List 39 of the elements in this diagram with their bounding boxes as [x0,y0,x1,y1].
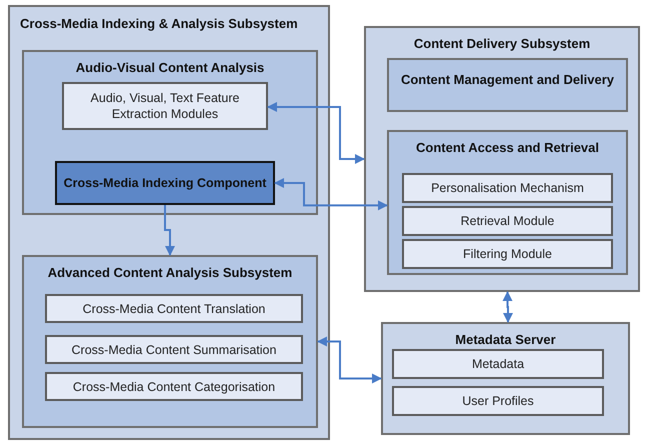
module-box [402,173,613,203]
module-box [45,335,303,364]
box-title: Cross-Media Indexing Component [64,175,266,191]
box-title: Metadata [472,356,524,372]
group-box [387,130,628,275]
arrow [317,336,382,384]
box-title: Content Access and Retrieval [416,139,600,157]
box-title: Advanced Content Analysis Subsystem [48,264,292,282]
box-title: Metadata Server [455,331,556,349]
box-title: Content Management and Delivery [400,71,614,89]
box-title: Retrieval Module [460,213,554,229]
box-title: User Profiles [462,393,534,409]
box-title: Content Delivery Subsystem [414,35,590,53]
box-title: Audio-Visual Content Analysis [76,59,264,77]
module-box [45,294,303,323]
subsystem-panel [8,5,330,440]
box-title: Cross-Media Content Categorisation [72,378,276,394]
group-box [387,58,628,112]
arrow [164,205,175,256]
box-title: Audio, Visual, Text Feature Extraction Modules [90,90,240,122]
module-box [392,349,604,379]
box-title: Cross-Media Indexing & Analysis Subsystem [20,15,298,33]
box-title: Cross-Media Content Summarisation [72,342,276,358]
component-box [55,161,275,205]
arrow [267,102,365,164]
module-box [45,372,303,401]
module-box [62,82,268,130]
arrow [274,178,388,210]
subsystem-panel [364,26,640,292]
module-box [392,386,604,416]
module-box [402,239,613,269]
group-box [22,255,318,428]
arrow [502,291,513,323]
box-title: Cross-Media Content Translation [82,300,266,316]
box-title: Personalisation Mechanism [431,180,584,196]
subsystem-panel [381,322,630,435]
box-title: Filtering Module [463,246,552,262]
module-box [402,206,613,236]
group-box [22,50,318,215]
